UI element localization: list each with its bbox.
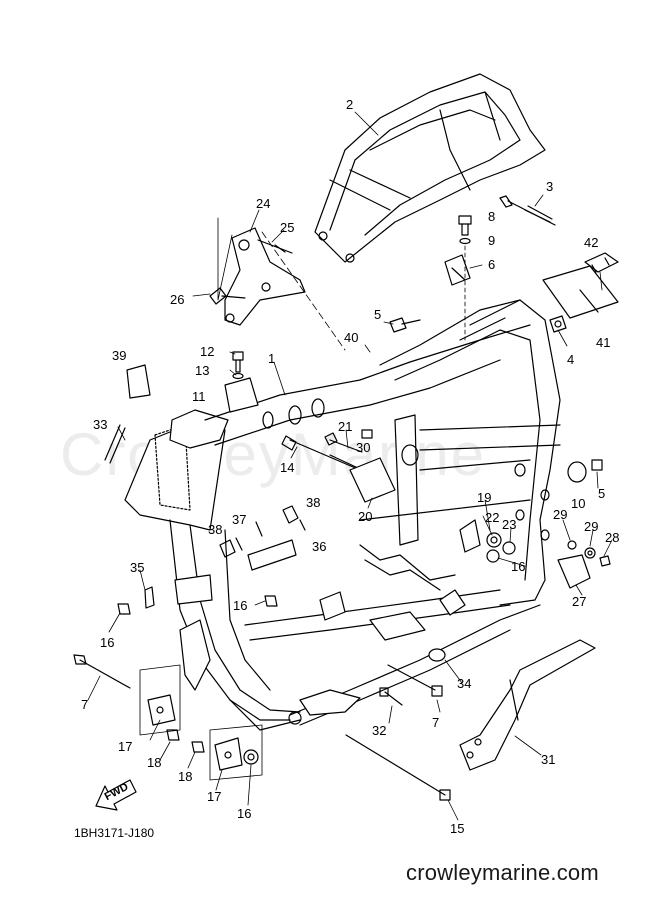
callout-32: 32 <box>372 723 387 738</box>
callout-17b: 17 <box>207 789 222 804</box>
callout-5b: 5 <box>598 486 606 501</box>
bolt-washer-bracket <box>444 215 472 341</box>
callout-16a: 16 <box>100 635 115 650</box>
callout-15: 15 <box>450 821 465 836</box>
callout-12: 12 <box>200 344 215 359</box>
callout-7a: 7 <box>81 697 89 712</box>
bracket-part-24 <box>209 217 346 351</box>
callout-31: 31 <box>541 752 556 767</box>
leader-lines <box>87 111 613 821</box>
callout-7b: 7 <box>432 715 440 730</box>
main-frame-part-1 <box>124 299 561 731</box>
callout-36: 36 <box>312 539 327 554</box>
callout-29b: 29 <box>584 519 599 534</box>
callout-23: 23 <box>502 517 517 532</box>
callout-10: 10 <box>571 496 586 511</box>
rear-bracket-part-31 <box>459 639 596 771</box>
callout-39: 39 <box>112 348 127 363</box>
callout-34: 34 <box>457 676 472 691</box>
callout-28: 28 <box>605 530 620 545</box>
clamp-cluster <box>219 505 306 571</box>
right-side-parts <box>389 315 611 589</box>
callout-18a: 18 <box>147 755 162 770</box>
callout-18b: 18 <box>178 769 193 784</box>
callout-22: 22 <box>485 510 500 525</box>
bolt-part-3 <box>499 195 556 226</box>
callout-38a: 38 <box>306 495 321 510</box>
callout-26: 26 <box>170 292 185 307</box>
callout-35: 35 <box>130 560 145 575</box>
callout-37: 37 <box>232 512 247 527</box>
callout-9: 9 <box>488 233 496 248</box>
callout-16d: 16 <box>237 806 252 821</box>
callout-27: 27 <box>572 594 587 609</box>
callout-4: 4 <box>567 352 575 367</box>
small-parts-front <box>104 351 259 609</box>
lower-bolts <box>73 595 451 801</box>
callout-29a: 29 <box>553 507 568 522</box>
callout-5a: 5 <box>374 307 382 322</box>
callout-17a: 17 <box>118 739 133 754</box>
callout-16c: 16 <box>511 559 526 574</box>
bolts-mid <box>281 429 396 503</box>
callout-3: 3 <box>546 179 554 194</box>
callout-25: 25 <box>280 220 295 235</box>
callout-42: 42 <box>584 235 599 250</box>
callout-20: 20 <box>358 509 373 524</box>
callout-1: 1 <box>268 351 276 366</box>
callout-11: 11 <box>192 389 206 404</box>
callout-13: 13 <box>195 363 210 378</box>
callout-33: 33 <box>93 417 108 432</box>
callout-40: 40 <box>344 330 359 345</box>
callout-21: 21 <box>338 419 353 434</box>
plate-part-41 <box>542 252 619 319</box>
callout-14: 14 <box>280 460 295 475</box>
callout-41: 41 <box>596 335 611 350</box>
callout-2: 2 <box>346 97 354 112</box>
footer-site-name: crowleymarine.com <box>406 860 599 885</box>
callout-16b: 16 <box>233 598 248 613</box>
front-mount-brackets <box>139 664 263 781</box>
fwd-arrow-icon <box>95 779 137 811</box>
callout-24: 24 <box>256 196 271 211</box>
callout-8: 8 <box>488 209 496 224</box>
rear-subframe-part <box>314 73 546 263</box>
callout-19: 19 <box>477 490 492 505</box>
callout-38b: 38 <box>208 522 223 537</box>
callout-30: 30 <box>356 440 371 455</box>
callout-6: 6 <box>488 257 496 272</box>
diagram-part-code: 1BH3171-J180 <box>74 826 155 840</box>
